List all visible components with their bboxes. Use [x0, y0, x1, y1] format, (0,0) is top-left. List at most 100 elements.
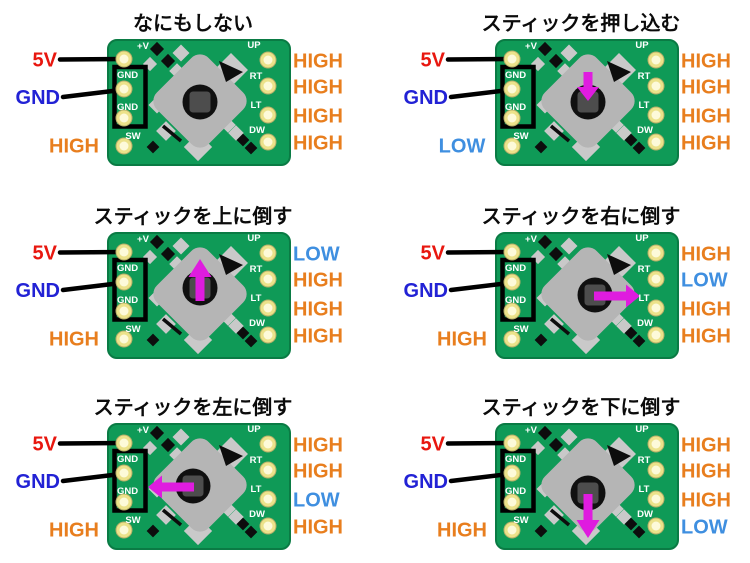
label-5v: 5V [421, 243, 446, 265]
dw-value-label: HIGH [681, 133, 731, 155]
arrow-push-icon [577, 72, 599, 101]
label-5v: 5V [33, 50, 58, 72]
pad-gnd-1 [503, 273, 521, 291]
dw-value-label: HIGH [293, 133, 343, 155]
up-value-label: HIGH [681, 435, 731, 457]
pad-gnd-2 [115, 302, 133, 320]
panel-canvas: スティックを左に倒す [16, 395, 343, 550]
pin-label-dw: DW [249, 318, 265, 329]
pin-label-lt: LT [251, 293, 262, 304]
pin-label-gnd-1: GND [505, 70, 526, 81]
panel-canvas: なにもしない [16, 12, 343, 166]
panel-title: スティックを左に倒す [94, 395, 293, 419]
pad-up [259, 435, 277, 453]
dw-value-label: HIGH [293, 326, 343, 348]
pad-gnd-1 [115, 80, 133, 98]
arrow-right-icon [594, 284, 640, 308]
pad-gnd-1 [503, 464, 521, 482]
panel-canvas: スティックを右に倒す [404, 204, 731, 359]
pad-lt [647, 299, 665, 317]
label-5v: 5V [421, 50, 446, 72]
gnd-connector-box [500, 448, 536, 513]
pin-label-lt: LT [639, 100, 650, 111]
arrow-down-icon [576, 494, 600, 538]
pad-sw [503, 137, 521, 155]
pad-sw [115, 137, 133, 155]
up-value-label: HIGH [293, 435, 343, 457]
pin-label-lt: LT [251, 100, 262, 111]
pin-label-plus-v: +V [137, 425, 150, 436]
pcb-components [146, 234, 258, 348]
pin-label-rt: RT [638, 455, 651, 466]
pin-label-sw: SW [513, 131, 528, 142]
rt-value-label: HIGH [681, 461, 731, 483]
panel-title: スティックを上に倒す [94, 205, 293, 228]
pad-sw [115, 330, 133, 348]
gnd-connector-box [112, 257, 148, 322]
pad-dw [259, 517, 277, 535]
pad-plus-v [503, 243, 521, 261]
wire-5v [445, 56, 515, 62]
pin-label-up: UP [635, 233, 649, 244]
wire-5v [445, 249, 515, 255]
pin-label-lt: LT [639, 484, 650, 495]
pin-label-up: UP [247, 233, 261, 244]
panel-canvas: スティックを押し込む [404, 11, 731, 166]
stick [570, 84, 606, 120]
lt-value-label: HIGH [681, 299, 731, 321]
pin-label-lt: LT [251, 484, 262, 495]
wire-5v [57, 249, 127, 255]
pads [503, 243, 665, 348]
pin-label-sw: SW [513, 515, 528, 526]
diagram-panel: なにもしない [0, 0, 375, 188]
pin-label-dw: DW [637, 125, 653, 136]
pin-label-gnd-2: GND [117, 295, 138, 306]
pad-up [647, 244, 665, 262]
pad-up [259, 51, 277, 69]
pin-label-gnd-1: GND [505, 454, 526, 465]
pin-label-gnd-1: GND [117, 70, 138, 81]
panel-title: スティックを下に倒す [482, 396, 681, 419]
wire-gnd [448, 280, 516, 293]
sw-value-label: LOW [439, 136, 486, 158]
pads [115, 50, 277, 155]
label-gnd: GND [404, 471, 448, 493]
pin-label-up: UP [247, 424, 261, 435]
label-gnd: GND [16, 87, 60, 109]
wire-5v [57, 56, 127, 62]
pcb-components [146, 41, 258, 155]
dw-value-label: LOW [681, 517, 728, 539]
wire-gnd [448, 87, 516, 100]
label-gnd: GND [16, 471, 60, 493]
pad-lt [259, 490, 277, 508]
wire-gnd [448, 471, 516, 484]
rt-value-label: HIGH [681, 77, 731, 99]
pad-lt [259, 106, 277, 124]
pads [115, 243, 277, 348]
pads [503, 434, 665, 539]
pad-dw [647, 133, 665, 151]
pin-label-up: UP [635, 424, 649, 435]
pin-label-sw: SW [125, 515, 140, 526]
sw-value-label: HIGH [49, 136, 99, 158]
label-5v: 5V [421, 434, 446, 456]
dw-value-label: HIGH [681, 326, 731, 348]
rt-value-label: HIGH [293, 270, 343, 292]
pad-gnd-1 [115, 273, 133, 291]
pad-gnd-1 [115, 464, 133, 482]
diagram-panel: スティックを上に倒す [0, 188, 375, 376]
pad-lt [259, 299, 277, 317]
pad-rt [259, 270, 277, 288]
panel-canvas: スティックを下に倒す [404, 396, 731, 550]
pin-label-dw: DW [249, 509, 265, 520]
pin-label-rt: RT [638, 264, 651, 275]
pin-label-dw: DW [637, 318, 653, 329]
pin-label-up: UP [635, 40, 649, 51]
wire-5v [445, 440, 515, 446]
pin-label-lt: LT [639, 293, 650, 304]
diagram-panel: スティックを押し込む [375, 0, 750, 188]
pin-label-sw: SW [513, 324, 528, 335]
pad-lt [647, 106, 665, 124]
pad-sw [115, 521, 133, 539]
